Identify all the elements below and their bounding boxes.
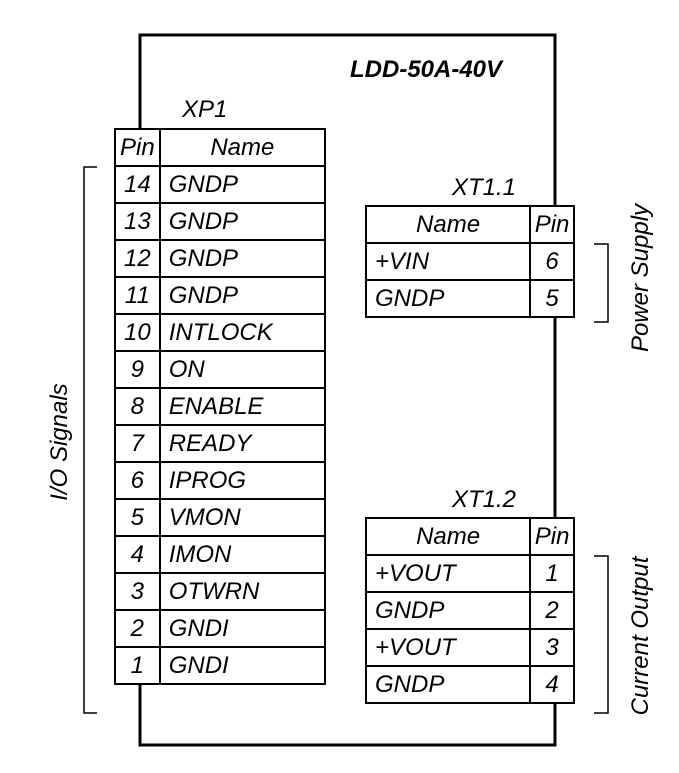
xp1-signal-name: IPROG (158, 461, 327, 500)
xp1-signal-name: GNDP (158, 276, 327, 315)
xp1-header-name: Name (158, 128, 327, 167)
xt11-signal-name: GNDP (364, 279, 532, 318)
xp1-signal-name: GNDP (158, 165, 327, 204)
xt12-pin-number: 4 (529, 665, 575, 704)
xt11-pin-number: 6 (529, 242, 575, 281)
xt12-header-name: Name (364, 517, 532, 556)
xp1-signal-name: ENABLE (158, 387, 327, 426)
xp1-pin-number: 12 (114, 239, 161, 278)
xp1-signal-name: INTLOCK (158, 313, 327, 352)
xp1-pin-number: 9 (114, 350, 161, 389)
xt12-signal-name: +VOUT (364, 554, 532, 593)
xp1-pin-number: 14 (114, 165, 161, 204)
power-supply-label: Power Supply (627, 203, 654, 353)
xp1-pin-number: 5 (114, 498, 161, 537)
xt12-pin-number: 3 (529, 628, 575, 667)
xp1-pin-number: 13 (114, 202, 161, 241)
xp1-pin-number: 2 (114, 609, 161, 648)
xt12-signal-name: +VOUT (364, 628, 532, 667)
xt12-signal-name: GNDP (364, 665, 532, 704)
xp1-signal-name: VMON (158, 498, 327, 537)
power-supply-bracket (594, 243, 609, 323)
module-title: LDD-50A-40V (350, 56, 503, 83)
xt11-header-name: Name (364, 205, 532, 244)
xt11-pin-number: 5 (529, 279, 575, 318)
xt12-label: XT1.2 (452, 486, 517, 513)
current-output-label: Current Output (627, 556, 654, 716)
xp1-signal-name: OTWRN (158, 572, 327, 611)
xt11-label: XT1.1 (452, 174, 517, 201)
xp1-pin-number: 4 (114, 535, 161, 574)
xp1-signal-name: GNDI (158, 609, 327, 648)
xp1-pin-number: 7 (114, 424, 161, 463)
xp1-pin-number: 8 (114, 387, 161, 426)
io-signals-bracket (83, 166, 97, 714)
xt11-signal-name: +VIN (364, 242, 532, 281)
xt12-pin-number: 2 (529, 591, 575, 630)
xt11-header-row: Name Pin (364, 205, 575, 244)
xp1-pin-number: 10 (114, 313, 161, 352)
xp1-pin-number: 3 (114, 572, 161, 611)
xp1-signal-name: READY (158, 424, 327, 463)
xp1-header-pin: Pin (114, 128, 161, 167)
xp1-pin-number: 6 (114, 461, 161, 500)
xt12-signal-name: GNDP (364, 591, 532, 630)
xt11-header-pin: Pin (529, 205, 575, 244)
xp1-signal-name: GNDP (158, 202, 327, 241)
xp1-label: XP1 (182, 96, 228, 123)
xp1-signal-name: ON (158, 350, 327, 389)
current-output-bracket (594, 555, 609, 714)
xp1-signal-name: IMON (158, 535, 327, 574)
xt12-pin-number: 1 (529, 554, 575, 593)
xp1-header-row: Pin Name (114, 128, 327, 167)
xt12-header-row: Name Pin (364, 517, 575, 556)
xt12-header-pin: Pin (529, 517, 575, 556)
io-signals-label: I/O Signals (46, 383, 73, 501)
xp1-signal-name: GNDP (158, 239, 327, 278)
xp1-signal-name: GNDI (158, 646, 327, 685)
xp1-pin-number: 1 (114, 646, 161, 685)
xp1-pin-number: 11 (114, 276, 161, 315)
